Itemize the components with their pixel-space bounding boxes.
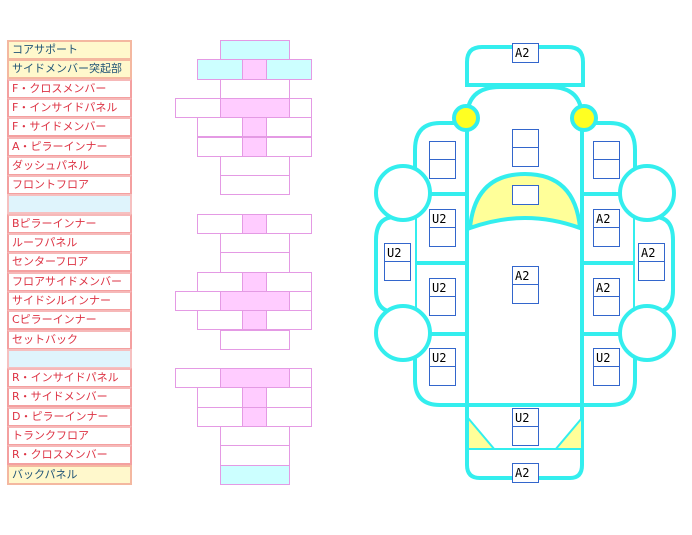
parts-list-item[interactable]: ルーフパネル [7, 233, 132, 253]
parts-list-item[interactable]: フロアサイドメンバー [7, 271, 132, 292]
right-quarter-label[interactable]: U2 [593, 348, 620, 386]
rear-bumper-label[interactable]: A2 [512, 463, 539, 483]
label-text: A2 [594, 210, 619, 228]
label-text [430, 142, 455, 160]
cowl-label[interactable] [512, 185, 539, 205]
parts-list-item[interactable]: トランクフロア [7, 426, 132, 446]
label-text: U2 [430, 279, 455, 297]
hood-label[interactable] [512, 129, 539, 167]
front-bumper-outline [465, 45, 585, 87]
parts-list-item[interactable]: F・クロスメンバー [7, 78, 132, 99]
parts-list-item[interactable]: F・インサイドパネル [7, 97, 132, 118]
parts-list-item[interactable]: Bピラーインナー [7, 213, 132, 234]
parts-list-item[interactable]: D・ピラーインナー [7, 406, 132, 427]
parts-list-item[interactable]: バックパネル [7, 464, 132, 485]
label-text: U2 [385, 244, 410, 262]
parts-list-item[interactable]: A・ピラーインナー [7, 136, 132, 157]
wheel-front-right [618, 164, 676, 222]
structure-block[interactable] [220, 464, 290, 485]
parts-list-item[interactable]: R・インサイドパネル [7, 368, 132, 389]
label-text [594, 142, 619, 160]
structure-block[interactable] [220, 175, 290, 196]
parts-list-item[interactable]: コアサポート [7, 40, 132, 60]
parts-list-item[interactable]: R・サイドメンバー [7, 387, 132, 408]
right-front-fender-label[interactable] [593, 141, 620, 179]
trunk-label[interactable]: U2 [512, 408, 539, 446]
roof-label[interactable]: A2 [512, 266, 539, 304]
front-bumper-label[interactable]: A2 [512, 43, 539, 63]
label-text [513, 186, 538, 204]
parts-list-item[interactable] [7, 348, 132, 369]
parts-list-item[interactable]: Cピラーインナー [7, 310, 132, 331]
label-text: A2 [515, 466, 530, 480]
label-text: U2 [430, 210, 455, 228]
parts-list-item[interactable]: サイドシルインナー [7, 290, 132, 311]
a-pillar-right [570, 104, 598, 132]
label-text: U2 [430, 349, 455, 367]
label-text: A2 [513, 267, 538, 285]
parts-list-item[interactable]: センターフロア [7, 252, 132, 273]
label-text: A2 [639, 244, 664, 262]
left-front-door-label[interactable]: U2 [429, 209, 456, 247]
left-rear-door-label[interactable]: U2 [429, 278, 456, 316]
right-rocker-label[interactable]: A2 [638, 243, 665, 281]
wheel-front-left [374, 164, 432, 222]
left-front-fender-label[interactable] [429, 141, 456, 179]
right-front-door-label[interactable]: A2 [593, 209, 620, 247]
parts-list-item[interactable]: セットバック [7, 329, 132, 350]
parts-list-item[interactable]: R・クロスメンバー [7, 445, 132, 466]
label-text: A2 [515, 46, 530, 60]
parts-list-item[interactable]: F・サイドメンバー [7, 117, 132, 138]
a-pillar-left [452, 104, 480, 132]
wheel-rear-right [618, 304, 676, 362]
structure-block[interactable] [220, 329, 290, 350]
left-quarter-label[interactable]: U2 [429, 348, 456, 386]
parts-list-item[interactable] [7, 194, 132, 215]
label-text: U2 [594, 349, 619, 367]
label-text: A2 [594, 279, 619, 297]
label-text [513, 130, 538, 148]
left-rocker-label[interactable]: U2 [384, 243, 411, 281]
parts-list-item[interactable]: フロントフロア [7, 175, 132, 196]
label-text: U2 [513, 409, 538, 427]
parts-list-item[interactable]: サイドメンバー突起部 [7, 59, 132, 80]
wheel-rear-left [374, 304, 432, 362]
right-rear-door-label[interactable]: A2 [593, 278, 620, 316]
parts-list-item[interactable]: ダッシュパネル [7, 155, 132, 176]
